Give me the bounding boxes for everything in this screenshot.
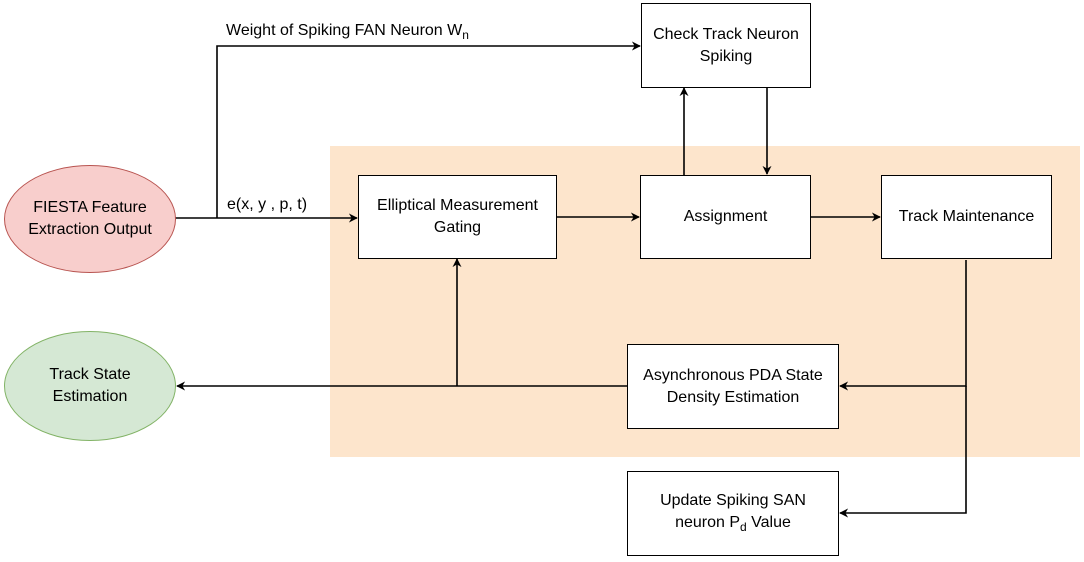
maintenance-label: Track Maintenance — [898, 208, 1035, 225]
node-check-track-neuron: Check Track Neuron Spiking — [641, 3, 811, 88]
pda-line2: Density Estimation — [666, 388, 800, 406]
edge-label-weight: Weight of Spiking FAN Neuron Wn — [226, 21, 469, 45]
node-track-maintenance: Track Maintenance — [881, 175, 1052, 259]
edge-maintenance-to-update — [839, 386, 967, 518]
pda-line1: Asynchronous PDA State — [643, 366, 823, 384]
weight-label-prefix: Weight of Spiking FAN Neuron W — [226, 22, 463, 39]
gating-line1: Elliptical Measurement — [377, 197, 538, 214]
edge-label-event: e(x, y , p, t) — [227, 196, 308, 213]
node-pda-estimation: Asynchronous PDA State Density Estimatio… — [627, 344, 839, 429]
update-line2-prefix: neuron P — [675, 513, 741, 531]
edge-weight-to-check — [216, 41, 641, 218]
node-elliptical-gating: Elliptical Measurement Gating — [358, 175, 557, 259]
node-update-san: Update Spiking SAN neuron Pd Value — [627, 471, 839, 556]
edge-maintenance-to-pda — [839, 260, 967, 391]
node-fiesta-output: FIESTA Feature Extraction Output — [4, 165, 176, 273]
update-line1: Update Spiking SAN — [660, 491, 806, 509]
update-line2-suffix: Value — [746, 513, 791, 531]
weight-label-sub: n — [462, 28, 469, 42]
check-line2: Spiking — [699, 47, 753, 65]
node-track-state-estimation: Track State Estimation — [4, 331, 176, 441]
gating-line2: Gating — [433, 219, 482, 236]
track-state-line1: Track State — [49, 366, 131, 383]
assignment-label: Assignment — [683, 208, 768, 225]
update-line2-sub: d — [740, 519, 747, 534]
fiesta-line2: Extraction Output — [28, 221, 152, 238]
fiesta-line1: FIESTA Feature — [33, 199, 147, 216]
check-line1: Check Track Neuron — [653, 25, 799, 43]
track-state-line2: Estimation — [52, 388, 128, 405]
node-assignment: Assignment — [640, 175, 811, 259]
